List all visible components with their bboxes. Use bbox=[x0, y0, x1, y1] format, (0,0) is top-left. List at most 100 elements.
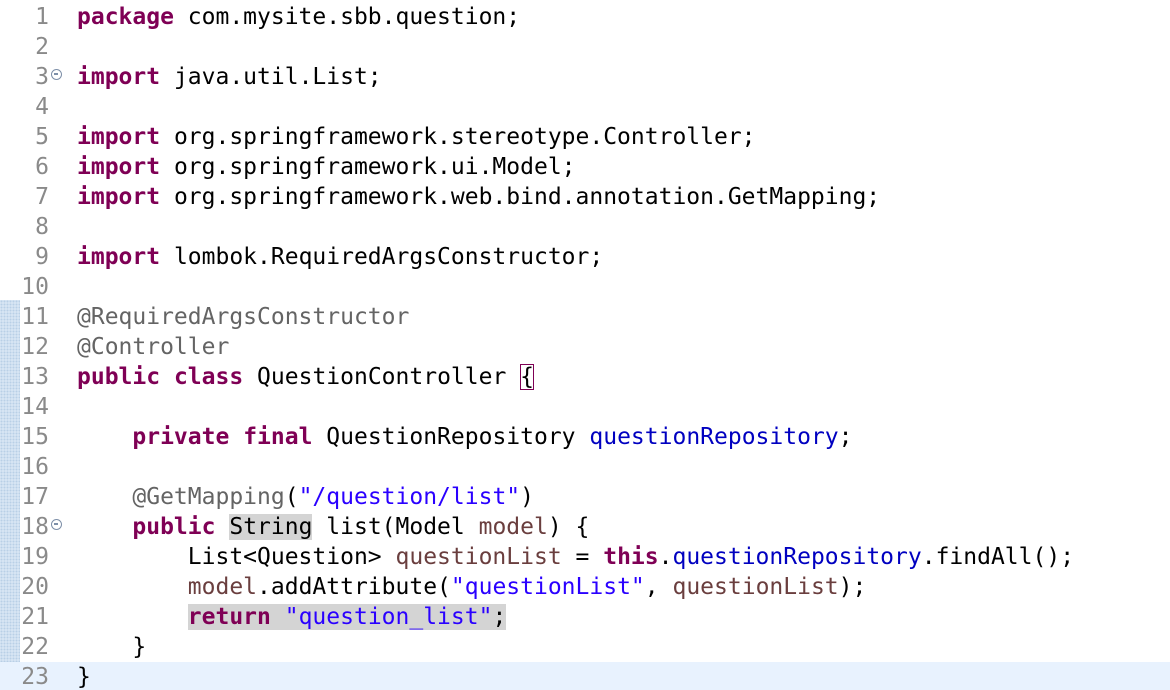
code-token: , bbox=[644, 574, 673, 600]
code-token: return bbox=[187, 604, 271, 630]
code-line[interactable]: 14 bbox=[0, 392, 1170, 422]
code-token: List<Question> bbox=[77, 544, 396, 570]
code-token: questionList bbox=[672, 574, 839, 600]
code-token: public bbox=[132, 514, 216, 540]
code-line[interactable]: 17 @GetMapping("/question/list") bbox=[0, 482, 1170, 512]
code-line[interactable]: 12 @Controller bbox=[0, 332, 1170, 362]
code-token: ; bbox=[492, 604, 507, 630]
code-token: "questionList" bbox=[450, 574, 645, 600]
line-number: 22 bbox=[21, 634, 49, 660]
code-text: List<Question> questionList = this.quest… bbox=[77, 542, 1074, 572]
code-text: public String list(Model model) { bbox=[77, 512, 589, 542]
code-line[interactable]: 13 public class QuestionController { bbox=[0, 362, 1170, 392]
code-line[interactable]: 9 import lombok.RequiredArgsConstructor; bbox=[0, 242, 1170, 272]
code-token: questionRepository bbox=[672, 544, 922, 570]
code-token: "/question/list" bbox=[298, 484, 521, 510]
code-line[interactable]: 15 private final QuestionRepository ques… bbox=[0, 422, 1170, 452]
code-text: @GetMapping("/question/list") bbox=[77, 482, 534, 512]
code-line[interactable]: 19 List<Question> questionList = this.qu… bbox=[0, 542, 1170, 572]
code-text: public class QuestionController { bbox=[77, 362, 535, 392]
code-token: } bbox=[77, 634, 147, 660]
code-token bbox=[160, 364, 174, 390]
code-token: questionList bbox=[395, 544, 562, 570]
code-token: ) bbox=[520, 484, 534, 510]
line-number: 7 bbox=[35, 184, 49, 210]
code-token bbox=[229, 424, 243, 450]
line-number: 5 bbox=[35, 124, 49, 150]
code-token: QuestionController bbox=[243, 364, 521, 390]
code-text: } bbox=[77, 662, 91, 690]
code-token bbox=[77, 424, 132, 450]
line-number: 12 bbox=[21, 334, 49, 360]
code-token: questionRepository bbox=[589, 424, 839, 450]
line-number: 21 bbox=[21, 604, 49, 630]
code-token: } bbox=[77, 664, 91, 690]
code-line[interactable]: 23} bbox=[0, 662, 1170, 690]
code-line[interactable]: 16 bbox=[0, 452, 1170, 482]
code-token: org.springframework.ui.Model; bbox=[160, 154, 576, 180]
code-token: = bbox=[561, 544, 604, 570]
code-text: private final QuestionRepository questio… bbox=[77, 422, 853, 452]
code-token: import bbox=[77, 244, 161, 270]
code-line[interactable]: 8 bbox=[0, 212, 1170, 242]
code-text: @Controller bbox=[77, 332, 229, 362]
line-number: 13 bbox=[21, 364, 49, 390]
line-number: 19 bbox=[21, 544, 49, 570]
code-token: ) { bbox=[547, 514, 590, 540]
code-token: ; bbox=[838, 424, 853, 450]
change-ruler bbox=[0, 300, 20, 690]
code-token: import bbox=[77, 64, 161, 90]
code-token: "question_list" bbox=[284, 604, 493, 630]
code-token: String bbox=[229, 514, 313, 540]
code-text: } bbox=[77, 632, 146, 662]
line-number: 20 bbox=[21, 574, 49, 600]
code-line[interactable]: 1 package com.mysite.sbb.question; bbox=[0, 2, 1170, 32]
code-token: class bbox=[173, 364, 244, 390]
line-number: 3 bbox=[35, 64, 49, 90]
code-token: @RequiredArgsConstructor bbox=[77, 304, 410, 330]
code-token: org.springframework.stereotype.Controlle… bbox=[160, 124, 756, 150]
code-token bbox=[215, 514, 229, 540]
line-number: 4 bbox=[35, 94, 49, 120]
code-line[interactable]: 21 return "question_list"; bbox=[0, 602, 1170, 632]
collapse-circle-icon[interactable] bbox=[51, 69, 62, 80]
code-token: model bbox=[478, 514, 548, 540]
code-line[interactable]: 20 model.addAttribute("questionList", qu… bbox=[0, 572, 1170, 602]
code-token bbox=[270, 604, 285, 630]
code-token: @Controller bbox=[77, 334, 230, 360]
code-token: lombok.RequiredArgsConstructor; bbox=[160, 244, 604, 270]
collapse-circle-icon[interactable] bbox=[51, 519, 62, 530]
line-number: 8 bbox=[35, 214, 49, 240]
code-token: private bbox=[132, 424, 230, 450]
code-token: ( bbox=[284, 484, 299, 510]
code-token: package bbox=[77, 4, 174, 30]
code-token: @GetMapping bbox=[132, 484, 285, 510]
code-token: .findAll(); bbox=[921, 544, 1075, 570]
code-line[interactable]: 2 bbox=[0, 32, 1170, 62]
code-token: model bbox=[187, 574, 258, 600]
line-number: 18 bbox=[21, 514, 49, 540]
code-line[interactable]: 18 public String list(Model model) { bbox=[0, 512, 1170, 542]
code-text: @RequiredArgsConstructor bbox=[77, 302, 409, 332]
code-token: import bbox=[77, 154, 161, 180]
line-number: 10 bbox=[21, 274, 49, 300]
code-token: import bbox=[77, 124, 161, 150]
code-line[interactable]: 11 @RequiredArgsConstructor bbox=[0, 302, 1170, 332]
code-line[interactable]: 5 import org.springframework.stereotype.C… bbox=[0, 122, 1170, 152]
code-line[interactable]: 10 bbox=[0, 272, 1170, 302]
code-token bbox=[77, 604, 188, 630]
line-number: 9 bbox=[35, 244, 49, 270]
line-number: 11 bbox=[21, 304, 49, 330]
line-number: 15 bbox=[21, 424, 49, 450]
code-text: import org.springframework.stereotype.Co… bbox=[77, 122, 756, 152]
code-token: com.mysite.sbb.question; bbox=[173, 4, 521, 30]
code-token: .addAttribute( bbox=[257, 574, 451, 600]
code-line[interactable]: 22 } bbox=[0, 632, 1170, 662]
line-number: 1 bbox=[35, 4, 49, 30]
code-line[interactable]: 4 bbox=[0, 92, 1170, 122]
line-number: 23 bbox=[21, 664, 49, 690]
